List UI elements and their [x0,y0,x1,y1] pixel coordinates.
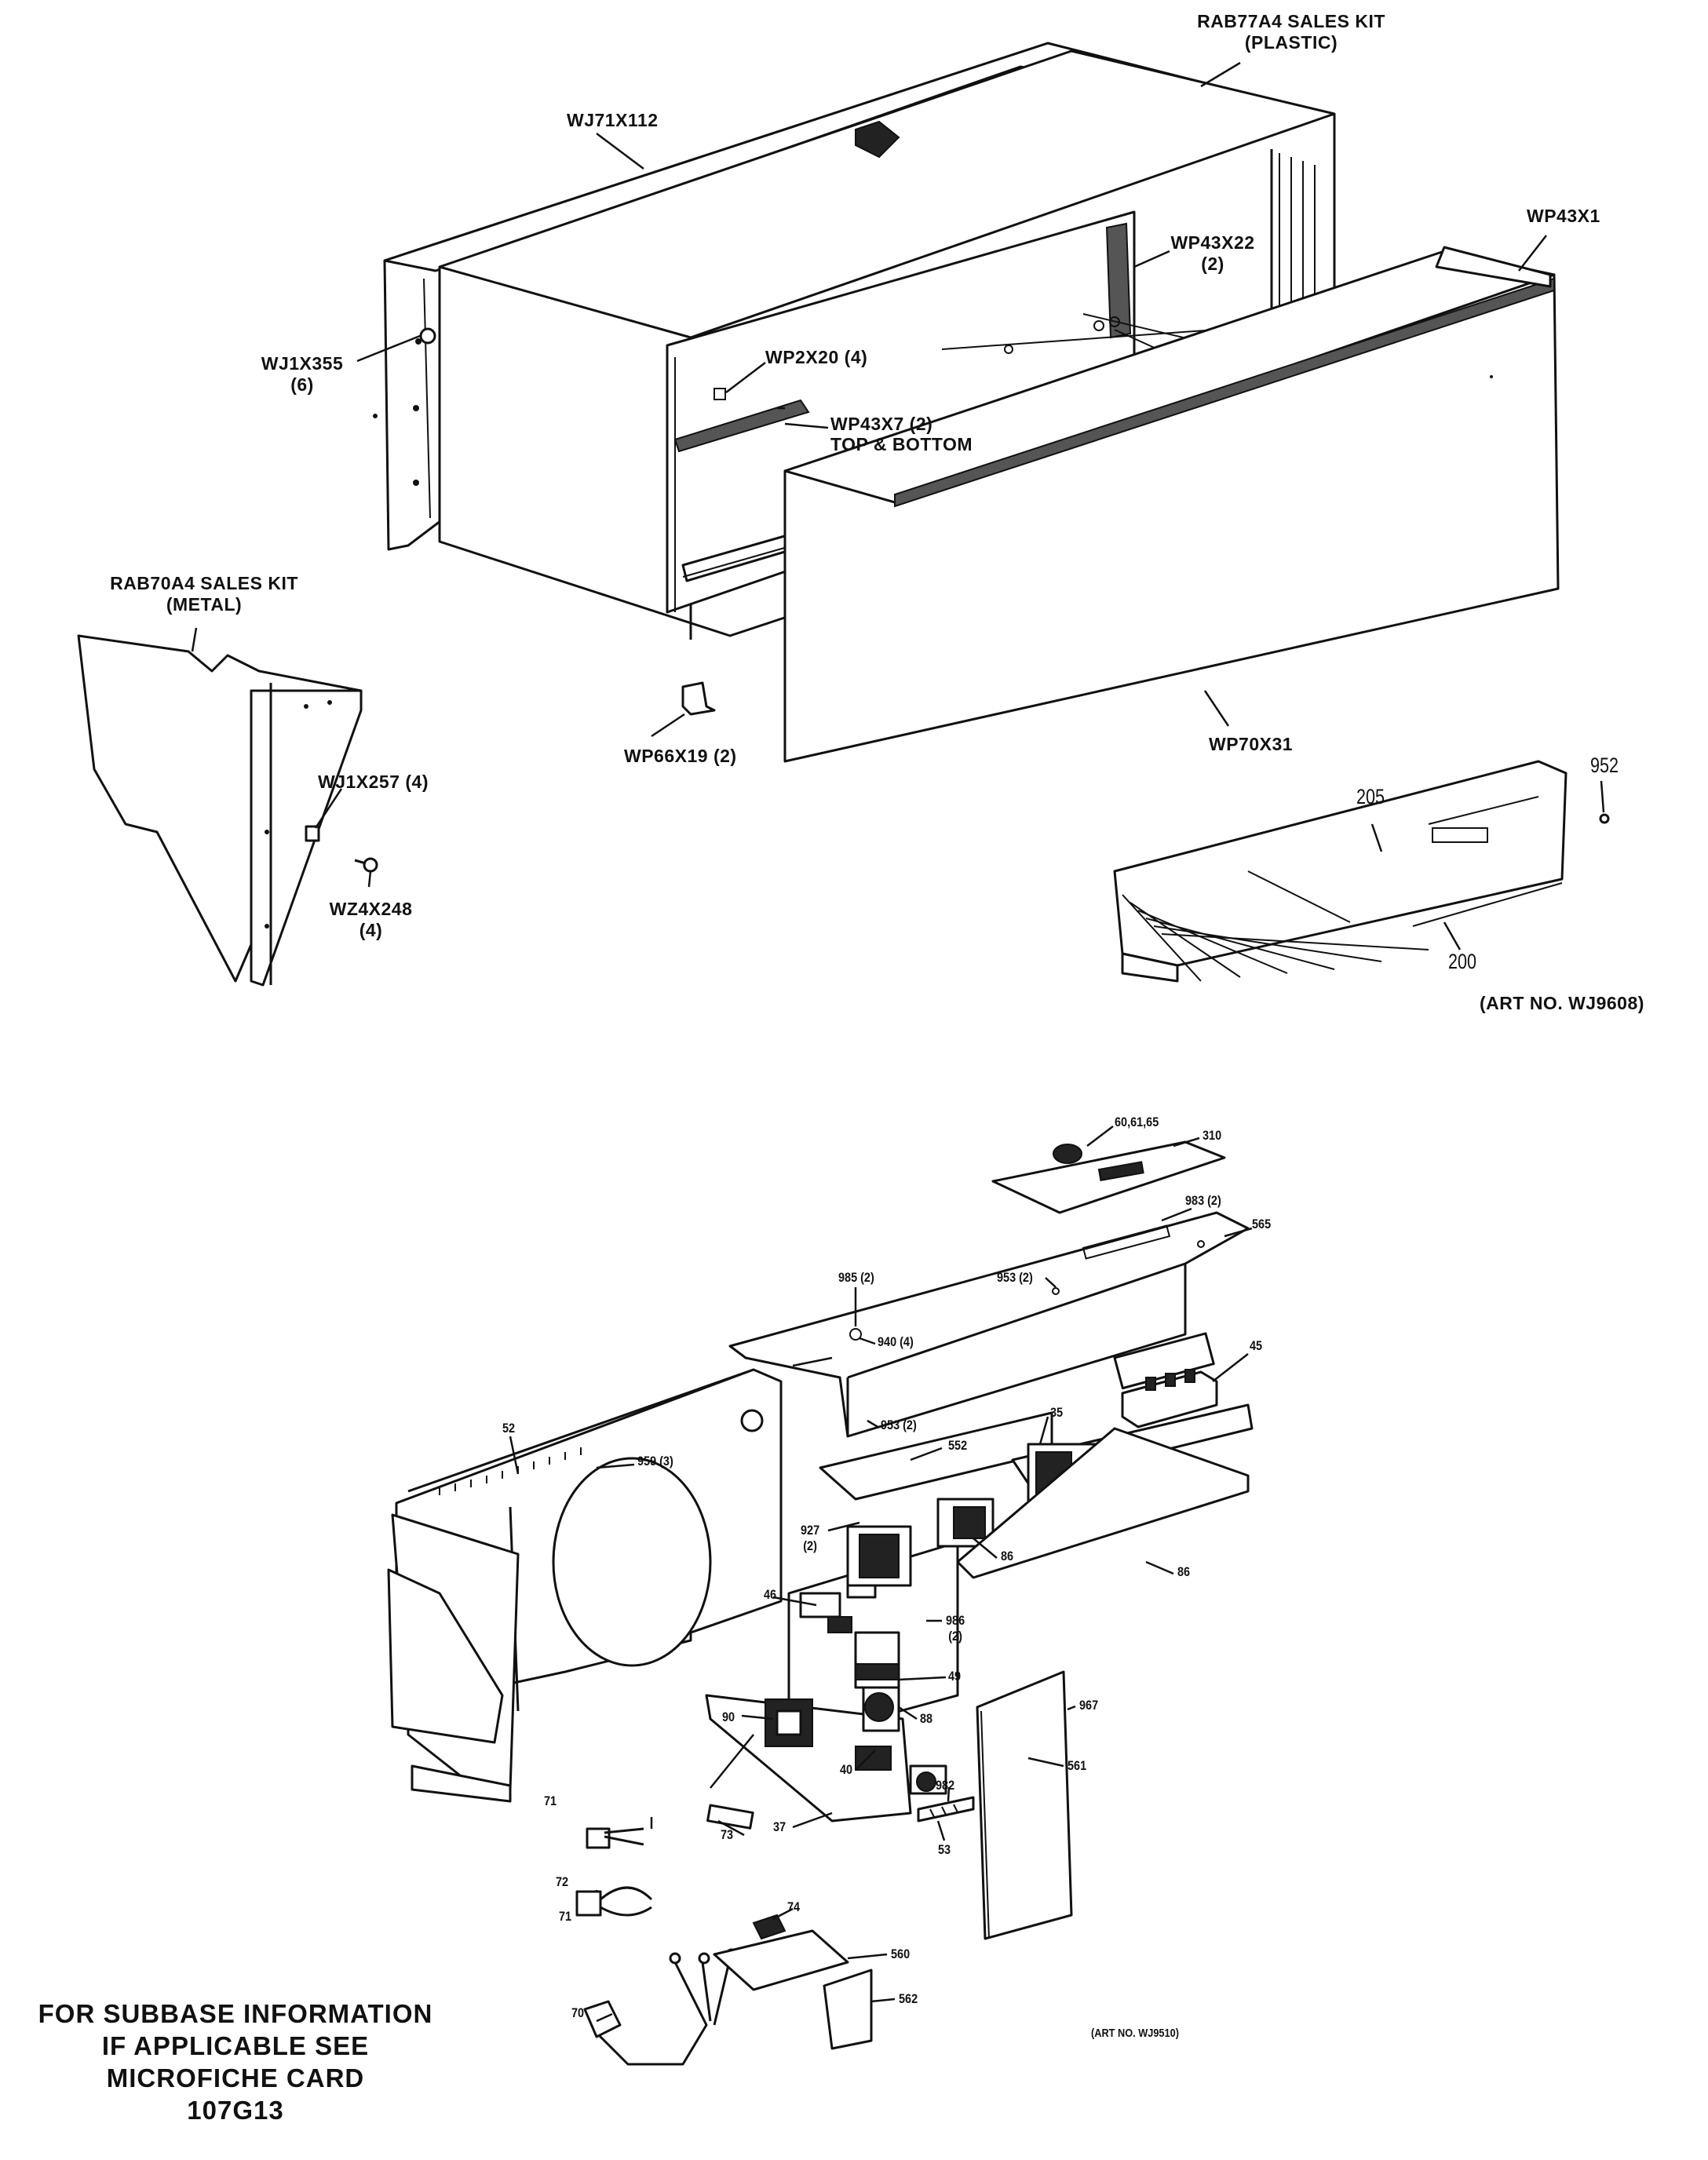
harness-and-small-parts [575,1804,873,2066]
label-p37: 37 [773,1819,786,1834]
right-base-plate [956,1427,1250,1579]
label-bracket: WP66X19 (2) [624,746,737,766]
label-p86b: 86 [1001,1549,1014,1563]
label-p927: 927 (2) [801,1523,819,1554]
label-art-no-lower: (ART NO. WJ9510) [1091,2027,1179,2040]
control-panel-565 [728,1211,1250,1438]
label-clip: WP2X20 (4) [765,347,868,367]
label-screw-flange: WJ1X355 (6) [243,353,361,396]
label-part-200: 200 [1448,950,1477,973]
subbase-note-line2: IF APPLICABLE SEE [101,2031,370,2060]
subbase-note-line4: 107G13 [187,2096,284,2125]
leader-lines-lower [509,1126,1253,2023]
label-p927-part: 927 [801,1523,820,1538]
subbase-note-line3: MICROFICHE CARD [106,2063,365,2092]
label-p959: 959 (3) [637,1454,673,1469]
label-p40: 40 [840,1762,853,1777]
label-screw-flange-qty: (6) [290,374,314,395]
label-screw-flange-part: WJ1X355 [261,353,344,374]
label-p60: 60,61,65 [1115,1115,1159,1129]
side-brackets [387,1513,520,1803]
label-p71b: 71 [559,1909,572,1924]
label-p74: 74 [787,1899,801,1914]
label-p35: 35 [1050,1405,1064,1420]
resistor-53 [917,1796,975,1822]
label-sales-kit-metal-line1: RAB70A4 SALES KIT [110,573,298,593]
label-gasket-side: WP43X22 (2) [1162,232,1264,275]
subbase-note: FOR SUBBASE INFORMATION IF APPLICABLE SE… [0,1998,471,2126]
label-p562: 562 [899,1991,918,2006]
label-gasket-side-qty: (2) [1201,254,1224,274]
label-screw: WZ4X248 (4) [318,899,424,941]
leader-lines-upper [191,61,1605,950]
label-p560: 560 [891,1947,911,1961]
subbase-note-line1: FOR SUBBASE INFORMATION [38,1999,433,2028]
label-p983: 983 (2) [1185,1193,1221,1208]
label-p565: 565 [1252,1217,1272,1231]
label-p986: 986 (2) [946,1613,965,1644]
label-p86a: 86 [1177,1564,1191,1579]
label-p73: 73 [721,1827,734,1842]
terminal-block-45 [1121,1369,1218,1428]
label-p88: 88 [920,1711,933,1726]
cover-561 [976,1670,1073,1940]
label-p561: 561 [1068,1758,1087,1773]
label-art-no-upper: (ART NO. WJ9608) [1480,993,1644,1013]
label-front-panel: WP70X31 [1209,734,1294,754]
label-nut: WJ1X257 (4) [318,772,429,792]
label-p53: 53 [938,1842,951,1857]
label-p940: 940 (4) [878,1334,914,1349]
label-sales-kit-plastic-line2: (PLASTIC) [1244,32,1338,53]
label-p52: 52 [502,1421,516,1436]
label-p46: 46 [764,1587,777,1602]
label-p45: 45 [1250,1338,1263,1353]
label-p552: 552 [948,1438,968,1453]
label-part-952: 952 [1590,753,1619,777]
control-plate-310 [991,1140,1226,1214]
front-panel [783,246,1560,763]
label-p71a: 71 [544,1793,557,1808]
label-p927-qty: (2) [803,1538,817,1553]
label-p310: 310 [1203,1128,1222,1143]
label-p986-part: 986 [946,1613,965,1628]
label-part-205: 205 [1356,785,1385,808]
control-cover [1113,760,1610,983]
label-p967: 967 [1079,1698,1099,1713]
label-p90: 90 [722,1709,735,1724]
label-p953b: 953 (2) [881,1418,917,1432]
label-wall-sleeve: WJ71X112 [567,110,659,130]
label-p986-qty: (2) [948,1629,962,1644]
label-p72: 72 [556,1874,569,1889]
label-p953a: 953 (2) [997,1270,1033,1285]
label-p985: 985 (2) [838,1270,874,1285]
label-p49: 49 [948,1669,962,1684]
label-gasket-side-part: WP43X22 [1170,232,1255,253]
label-sales-kit-plastic: RAB77A4 SALES KIT (PLASTIC) [1181,11,1401,53]
label-gasket-inner-note: TOP & BOTTOM [830,434,973,454]
label-p70: 70 [571,2005,585,2020]
label-sales-kit-plastic-line1: RAB77A4 SALES KIT [1197,11,1385,31]
label-gasket-inner: WP43X7 (2) [830,414,933,434]
label-sales-kit-metal: RAB70A4 SALES KIT (METAL) [94,573,314,615]
label-p982: 982 [936,1778,955,1793]
label-screw-part: WZ4X248 [329,899,413,919]
label-screw-qty: (4) [359,920,383,940]
label-sales-kit-metal-line2: (METAL) [166,594,243,615]
label-gasket-top: WP43X1 [1527,206,1600,226]
